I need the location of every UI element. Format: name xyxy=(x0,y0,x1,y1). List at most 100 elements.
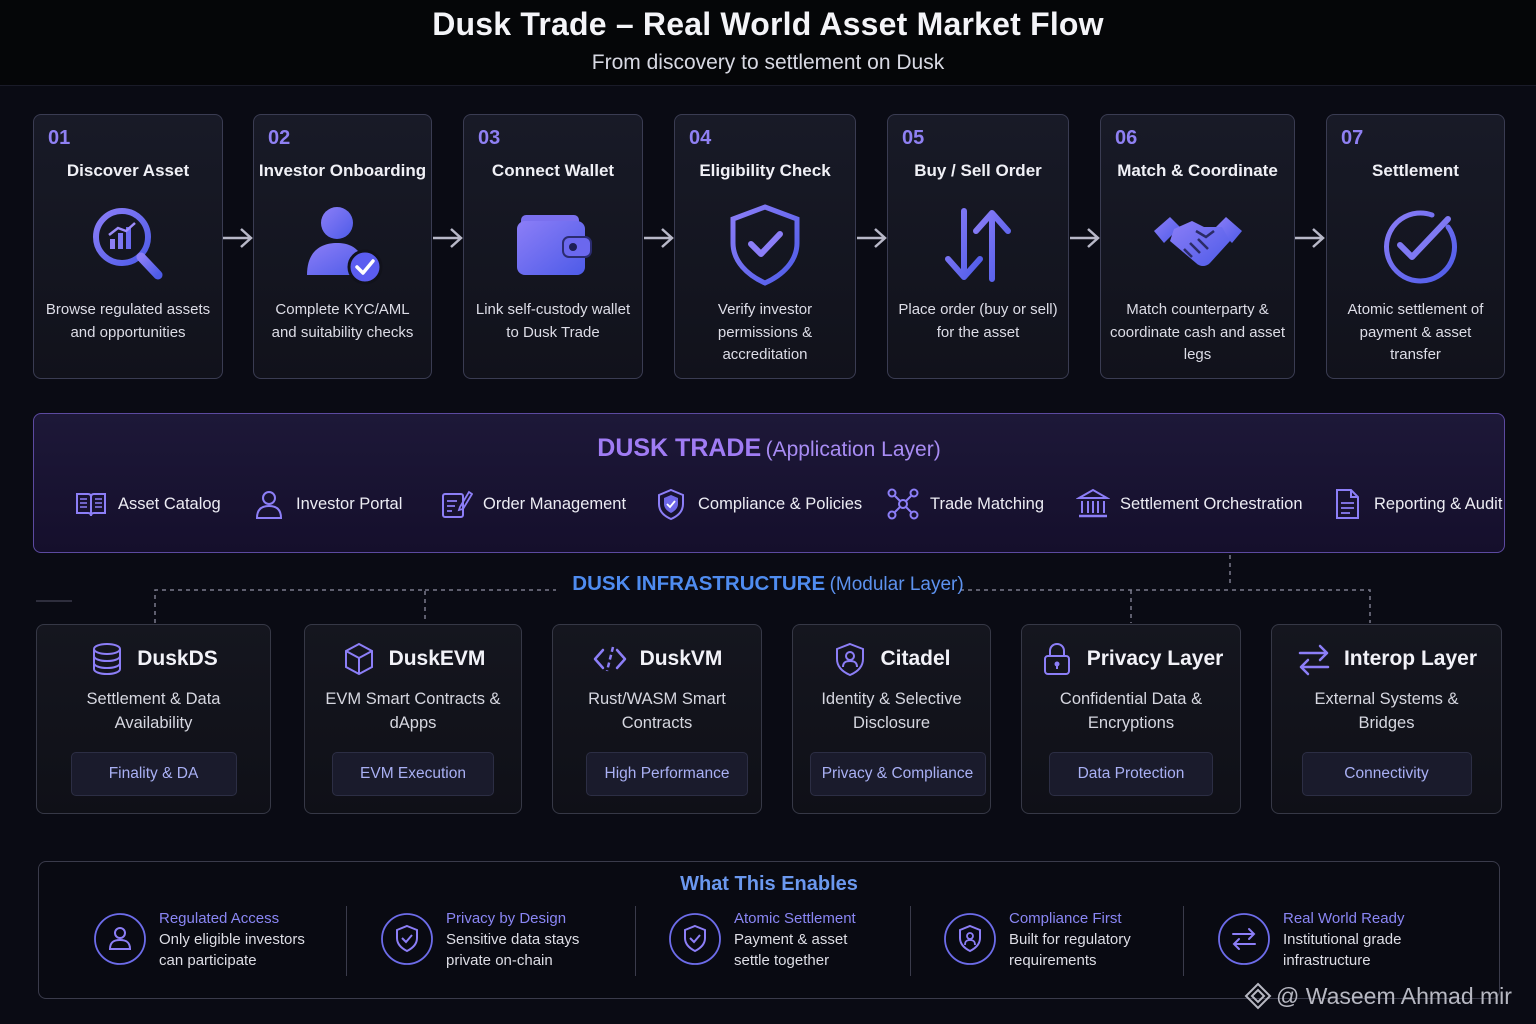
module-header: DuskVM xyxy=(553,641,761,677)
app-layer-name: DUSK TRADE xyxy=(597,434,762,462)
step-title: Buy / Sell Order xyxy=(914,161,1042,180)
bank-icon xyxy=(1076,488,1110,518)
user-circle-icon xyxy=(94,913,146,965)
separator xyxy=(910,906,911,976)
enable-desc-line2: settle together xyxy=(734,952,830,969)
shield-check-circle-icon xyxy=(669,913,721,965)
module-citadel: Citadel Identity & Selective Disclosure … xyxy=(792,624,991,814)
enable-title: Regulated Access xyxy=(159,910,280,927)
module-header: Citadel xyxy=(793,641,990,677)
module-name: Citadel xyxy=(880,647,951,670)
swap-circle-icon xyxy=(1218,913,1270,965)
app-item-reporting-audit: Reporting & Audit xyxy=(1330,486,1502,522)
step-investor-onboarding: 02 Investor Onboarding Complete KYC/AML … xyxy=(253,114,432,379)
enables-panel: What This Enables Regulated Access Only … xyxy=(38,861,1500,999)
enables-title: What This Enables xyxy=(680,873,858,895)
swap-arrows-icon xyxy=(1298,644,1330,676)
module-name: Interop Layer xyxy=(1343,647,1478,670)
step-description: Browse regulated assets and opportunitie… xyxy=(45,301,211,341)
step-title: Connect Wallet xyxy=(491,161,615,180)
flow-arrow-icon xyxy=(644,228,674,248)
enable-item-real-world-ready: Real World Ready Institutional grade inf… xyxy=(1217,908,1404,971)
enable-item-regulated-access: Regulated Access Only eligible investors… xyxy=(93,908,305,971)
enable-desc-line1: Sensitive data stays xyxy=(446,931,580,948)
page-subtitle: From discovery to settlement on Dusk xyxy=(591,51,945,74)
module-duskevm: DuskEVM EVM Smart Contracts & dApps EVM … xyxy=(304,624,522,814)
module-description: EVM Smart Contracts & dApps xyxy=(325,690,501,732)
module-privacy-layer: Privacy Layer Confidential Data & Encryp… xyxy=(1021,624,1241,814)
module-header: DuskEVM xyxy=(305,641,521,677)
step-description: Verify investor permissions & accreditat… xyxy=(717,301,813,363)
search-chart-icon xyxy=(93,208,163,280)
step-title: Settlement xyxy=(1372,161,1459,180)
book-icon xyxy=(76,493,106,517)
watermark-text: @ Waseem Ahmad mir xyxy=(1276,982,1512,1009)
app-item-order-management: Order Management xyxy=(439,486,626,522)
step-eligibility-check: 04 Eligibility Check Verify investor per… xyxy=(674,114,856,379)
step-number: 01 xyxy=(48,127,71,149)
shield-user-circle-icon xyxy=(944,913,996,965)
separator xyxy=(346,906,347,976)
enable-desc-line1: Institutional grade xyxy=(1283,931,1402,948)
app-layer-subtitle: (Application Layer) xyxy=(765,438,941,461)
step-description: Link self-custody wallet to Dusk Trade xyxy=(475,301,631,341)
page-title: Dusk Trade – Real World Asset Market Flo… xyxy=(432,6,1104,42)
step-number: 05 xyxy=(902,127,925,149)
separator xyxy=(635,906,636,976)
app-item-settlement-orchestration: Settlement Orchestration xyxy=(1076,486,1303,522)
enable-desc-line2: private on-chain xyxy=(446,952,553,969)
app-item-label: Asset Catalog xyxy=(118,494,221,513)
app-item-label: Investor Portal xyxy=(296,494,403,513)
flow-arrow-icon xyxy=(223,228,253,248)
lock-icon xyxy=(1043,642,1070,675)
step-match-coordinate: 06 Match & Coordinate Match counterparty… xyxy=(1100,114,1295,379)
watermark: @ Waseem Ahmad mir xyxy=(1244,982,1512,1010)
step-number: 04 xyxy=(689,127,712,149)
module-name: DuskDS xyxy=(137,647,218,670)
step-number: 06 xyxy=(1115,127,1138,149)
enable-desc-line1: Only eligible investors xyxy=(159,931,305,948)
module-duskvm: DuskVM Rust/WASM Smart Contracts High Pe… xyxy=(552,624,762,814)
header: Dusk Trade – Real World Asset Market Flo… xyxy=(0,0,1536,86)
wallet-icon xyxy=(517,215,592,275)
application-layer-panel: DUSK TRADE (Application Layer) Asset Cat… xyxy=(33,413,1505,553)
enable-title: Privacy by Design xyxy=(446,910,567,927)
enable-title: Atomic Settlement xyxy=(734,910,856,927)
order-edit-icon xyxy=(442,490,473,518)
separator xyxy=(1183,906,1184,976)
enable-desc-line2: requirements xyxy=(1009,952,1097,969)
flow-arrow-icon xyxy=(1295,228,1325,248)
diamond-logo-icon xyxy=(1244,982,1272,1010)
step-title: Investor Onboarding xyxy=(258,161,427,180)
module-name: DuskVM xyxy=(639,647,723,670)
module-description: Confidential Data & Encryptions xyxy=(1059,690,1203,732)
step-settlement: 07 Settlement Atomic settlement of payme… xyxy=(1326,114,1505,379)
step-number: 02 xyxy=(268,127,291,149)
module-description: Identity & Selective Disclosure xyxy=(821,690,962,732)
network-icon xyxy=(887,488,919,520)
module-header: DuskDS xyxy=(37,641,270,677)
module-badge: Data Protection xyxy=(1049,752,1213,796)
check-circle-icon xyxy=(1383,210,1457,284)
enable-desc-line2: can participate xyxy=(159,952,257,969)
infrastructure-subtitle: (Modular Layer) xyxy=(829,574,964,595)
enable-desc-line2: infrastructure xyxy=(1283,952,1371,969)
infrastructure-name: DUSK INFRASTRUCTURE xyxy=(572,572,826,595)
step-title: Eligibility Check xyxy=(699,161,831,180)
step-number: 03 xyxy=(478,127,501,149)
app-item-trade-matching: Trade Matching xyxy=(886,486,1044,522)
step-title: Discover Asset xyxy=(66,161,190,180)
step-description: Complete KYC/AML and suitability checks xyxy=(271,301,414,341)
module-duskds: DuskDS Settlement & Data Availability Fi… xyxy=(36,624,271,814)
enable-item-compliance-first: Compliance First Built for regulatory re… xyxy=(943,908,1131,971)
module-description: Rust/WASM Smart Contracts xyxy=(588,690,726,732)
enable-title: Real World Ready xyxy=(1283,910,1405,927)
module-header: Privacy Layer xyxy=(1022,641,1240,677)
step-description: Place order (buy or sell) for the asset xyxy=(898,301,1058,341)
infrastructure-connector-lines xyxy=(36,555,1371,623)
shield-icon xyxy=(658,488,684,521)
enable-item-atomic-settlement: Atomic Settlement Payment & asset settle… xyxy=(668,908,856,971)
module-description: External Systems & Bridges xyxy=(1314,690,1459,732)
step-number: 07 xyxy=(1341,127,1364,149)
module-name: DuskEVM xyxy=(388,647,486,670)
